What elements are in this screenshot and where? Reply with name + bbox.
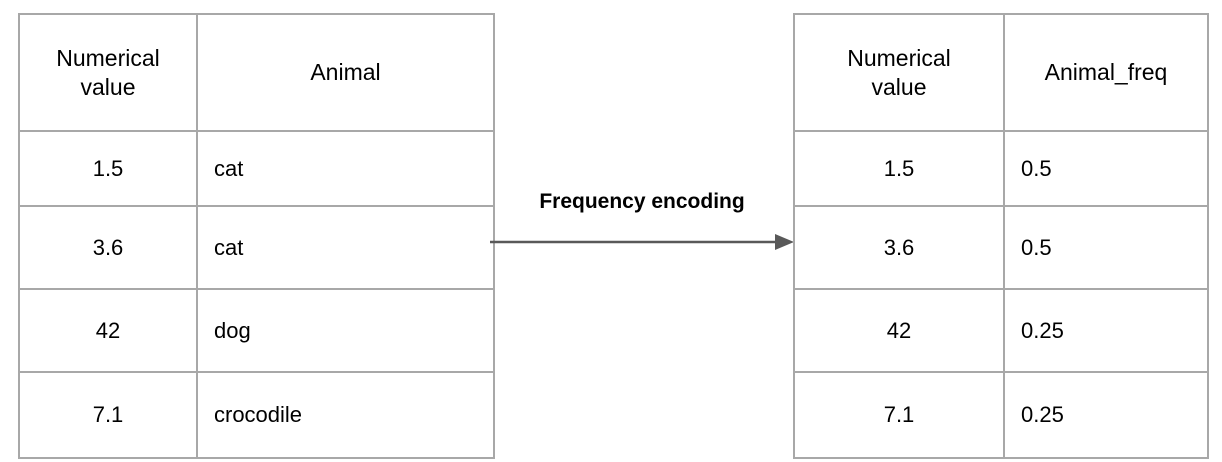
- header-line-1: Numerical: [56, 45, 160, 72]
- source-cell-animal: cat: [196, 130, 495, 207]
- table-row: 7.1 0.25: [793, 371, 1209, 459]
- source-cell-numerical-value: 1.5: [18, 130, 198, 207]
- header-line-2: value: [80, 73, 136, 100]
- source-cell-numerical-value: 3.6: [18, 205, 198, 290]
- table-row: 42 0.25: [793, 288, 1209, 373]
- source-cell-animal: crocodile: [196, 371, 495, 459]
- encoded-cell-numerical-value: 42: [793, 288, 1005, 373]
- source-header-animal: Animal: [196, 13, 495, 132]
- header-line-2: value: [871, 73, 927, 100]
- source-cell-animal: dog: [196, 288, 495, 373]
- table-header-row: Numerical value Animal_freq: [793, 13, 1209, 132]
- table-row: 1.5 0.5: [793, 130, 1209, 207]
- encoded-cell-animal-freq: 0.5: [1003, 205, 1209, 290]
- table-row: 42 dog: [18, 288, 495, 373]
- table-row: 7.1 crocodile: [18, 371, 495, 459]
- encoded-header-numerical-value: Numerical value: [793, 13, 1005, 132]
- source-cell-numerical-value: 7.1: [18, 371, 198, 459]
- arrow-label: Frequency encoding: [539, 190, 745, 213]
- table-row: 1.5 cat: [18, 130, 495, 207]
- table-row: 3.6 cat: [18, 205, 495, 290]
- transformation-arrow-group: Frequency encoding: [489, 190, 795, 260]
- encoded-cell-animal-freq: 0.25: [1003, 288, 1209, 373]
- encoded-cell-numerical-value: 1.5: [793, 130, 1005, 207]
- encoded-table: Numerical value Animal_freq 1.5 0.5 3.6 …: [793, 13, 1209, 459]
- source-cell-animal: cat: [196, 205, 495, 290]
- source-table: Numerical value Animal 1.5 cat 3.6 cat 4…: [18, 13, 495, 459]
- table-row: 3.6 0.5: [793, 205, 1209, 290]
- encoded-cell-numerical-value: 3.6: [793, 205, 1005, 290]
- encoded-cell-animal-freq: 0.5: [1003, 130, 1209, 207]
- source-header-numerical-value: Numerical value: [18, 13, 198, 132]
- encoded-cell-numerical-value: 7.1: [793, 371, 1005, 459]
- source-cell-numerical-value: 42: [18, 288, 198, 373]
- encoded-cell-animal-freq: 0.25: [1003, 371, 1209, 459]
- header-line-1: Numerical: [847, 45, 951, 72]
- arrow-right-icon: [490, 234, 794, 250]
- table-header-row: Numerical value Animal: [18, 13, 495, 132]
- encoded-header-animal-freq: Animal_freq: [1003, 13, 1209, 132]
